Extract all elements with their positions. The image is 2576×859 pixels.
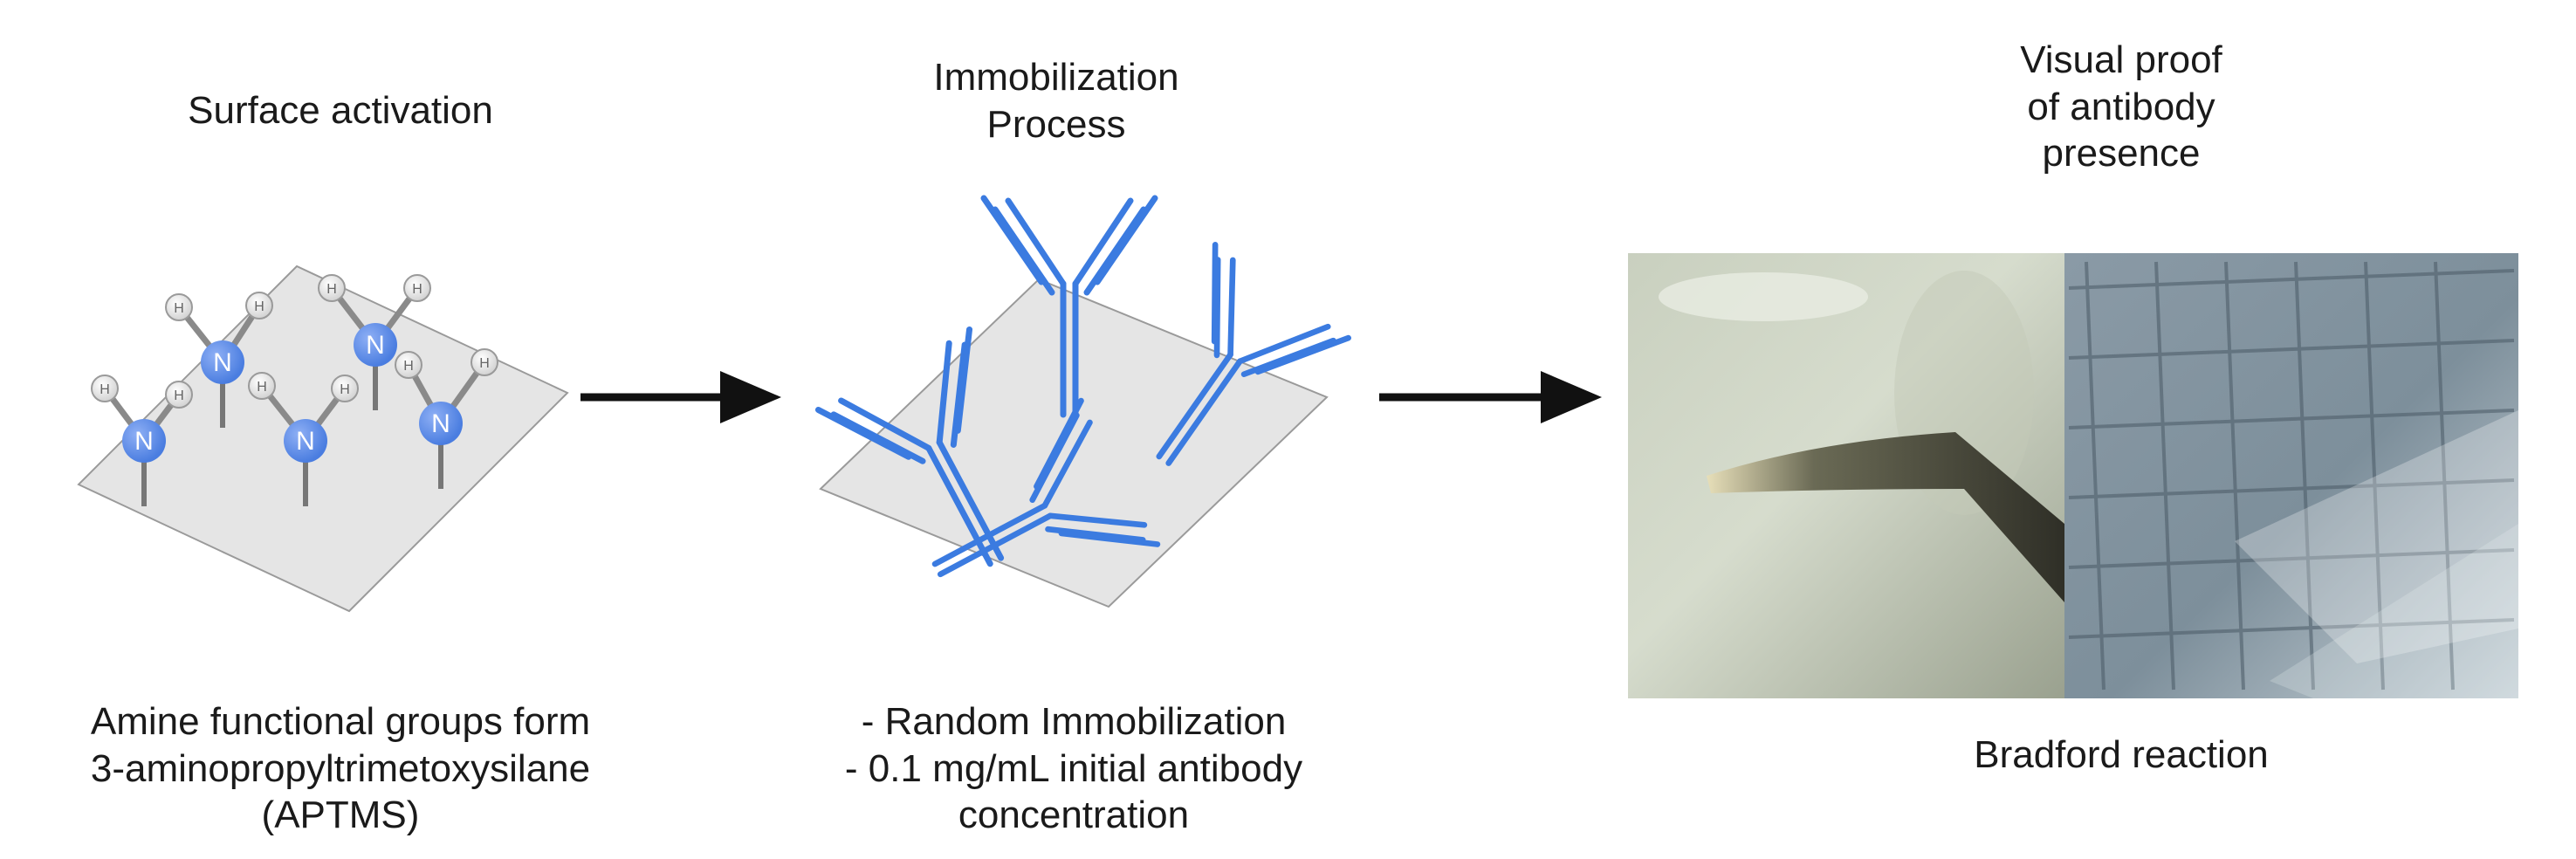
hydrogen-atom [91,375,119,402]
panel3-caption: Bradford reaction [1974,733,2269,776]
panel2-caption: - Random Immobilization - 0.1 mg/mL init… [844,700,1303,837]
hydrogen-atom [331,375,359,402]
hydrogen-symbol: H [326,282,337,297]
nitrogen-atom [419,402,463,445]
arrow-2 [1379,371,1602,423]
hydrogen-symbol: H [174,301,184,316]
amine-group: H H N [91,375,193,506]
hydrogen-atom [403,274,431,302]
panel1-title: Surface activation [188,89,493,132]
nitrogen-atom [122,419,166,463]
hydrogen-symbol: H [403,359,414,374]
hydrogen-atom [318,274,346,302]
hydrogen-atom [245,292,273,320]
nitrogen-atom [284,419,327,463]
hydrogen-atom [471,348,498,376]
amine-group: H H N [165,292,273,428]
panel2-antibody-illustration [814,195,1351,608]
hydrogen-atom [248,372,276,400]
nitrogen-symbol: N [366,331,385,360]
hydrogen-symbol: H [100,382,110,397]
antibody [814,326,1005,567]
tweezers-tip [1707,432,2064,602]
nitrogen-atom [354,323,397,367]
panel1-caption: Amine functional groups form 3-aminoprop… [90,700,591,837]
hydrogen-symbol: H [412,282,422,297]
nitrogen-symbol: N [213,348,232,377]
hydrogen-symbol: H [174,388,184,403]
hydrogen-symbol: H [254,299,264,314]
hydrogen-atom [165,293,193,321]
amine-group: H H N [318,274,431,410]
nitrogen-symbol: N [431,409,450,438]
panel3-title: Visual proof of antibody presence [2020,38,2222,175]
arrow-1 [580,371,781,423]
antibody [1156,242,1351,466]
amine-group: H H N [248,372,359,506]
antibody [980,195,1158,418]
panel2-title: Immobilization Process [933,56,1179,146]
nitrogen-symbol: N [134,427,154,456]
nitrogen-atom [201,340,244,384]
hydrogen-symbol: H [340,382,350,397]
panel1-surface-illustration: H H N H H N H H N H H N H H N [77,265,569,613]
hydrogen-atom [395,351,422,379]
antibody [931,397,1161,578]
nitrogen-symbol: N [296,427,315,456]
hydrogen-symbol: H [479,356,490,371]
hydrogen-symbol: H [257,380,267,395]
amine-group: H H N [395,348,498,489]
bradford-photo [1628,253,2518,698]
hydrogen-atom [165,381,193,409]
